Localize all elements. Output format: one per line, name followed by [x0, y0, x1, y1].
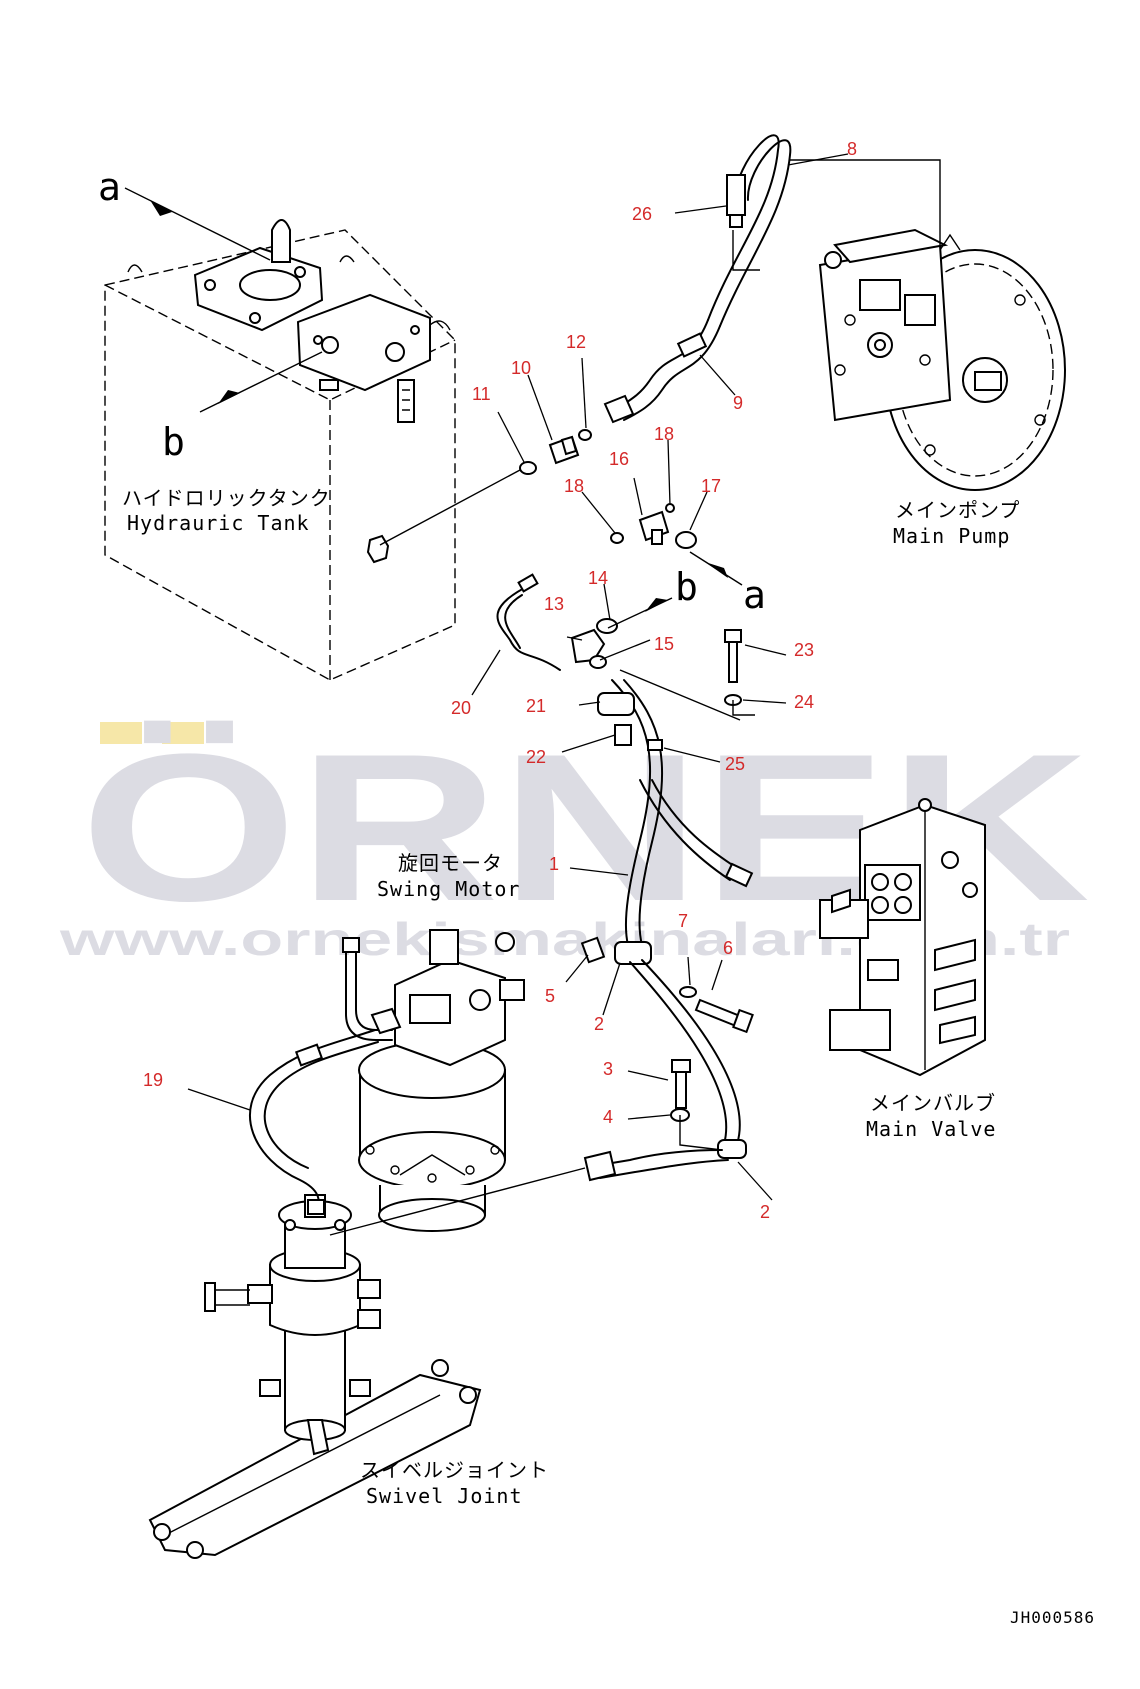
arrow-head-icon	[150, 200, 172, 216]
swivel-joint-drawing	[148, 1194, 482, 1559]
callout-15: 15	[654, 634, 674, 654]
arrow-head-icon	[218, 390, 240, 404]
callout-16: 16	[609, 449, 629, 469]
main-pump-label-en: Main Pump	[893, 524, 1010, 548]
swing-motor-drawing	[342, 929, 525, 1232]
callout-21: 21	[526, 696, 546, 716]
swivel-joint-label-en: Swivel Joint	[366, 1484, 523, 1508]
swing-motor-label-en: Swing Motor	[377, 877, 520, 901]
callout-18: 18	[564, 476, 584, 496]
main-valve-drawing	[819, 798, 986, 1077]
main-valve-label-jp: メインバルブ	[870, 1091, 996, 1115]
main-pump-label-jp: メインポンプ	[895, 498, 1020, 522]
callout-6: 6	[723, 938, 733, 958]
callout-22: 22	[526, 747, 546, 767]
callout-11: 11	[472, 384, 491, 404]
callout-18: 18	[654, 424, 674, 444]
callout-7: 7	[678, 911, 688, 931]
callout-20: 20	[451, 698, 471, 718]
callout-2: 2	[594, 1014, 604, 1034]
callout-26: 26	[632, 204, 652, 224]
callout-8: 8	[847, 139, 857, 159]
callout-5: 5	[545, 986, 555, 1006]
callout-25: 25	[725, 754, 745, 774]
main-pump-drawing	[818, 228, 1066, 491]
callout-24: 24	[794, 692, 814, 712]
arrow-head-icon	[645, 598, 668, 612]
marker-a-top: a	[98, 165, 121, 209]
view-markers: a b a b	[98, 165, 766, 629]
callout-10: 10	[511, 358, 531, 378]
marker-b-left: b	[162, 420, 185, 464]
callout-4: 4	[603, 1107, 613, 1127]
callout-1: 1	[549, 854, 559, 874]
hydraulic-tank-label-jp: ハイドロリックタンク	[122, 486, 331, 510]
callout-2: 2	[760, 1202, 770, 1222]
callout-19: 19	[143, 1070, 163, 1090]
callout-12: 12	[566, 332, 586, 352]
callout-14: 14	[588, 568, 608, 588]
swing-motor-label-jp: 旋回モータ	[398, 851, 503, 875]
marker-b-right: b	[675, 565, 698, 609]
callout-leaders	[187, 153, 849, 1201]
marker-a-right: a	[743, 573, 766, 617]
callout-13: 13	[544, 594, 564, 614]
watermark-umlaut-dot	[100, 722, 142, 744]
watermark-umlaut-dot	[162, 722, 204, 744]
hydraulic-tank-label-en: Hydrauric Tank	[127, 511, 310, 535]
swivel-joint-label-jp: スイベルジョイント	[360, 1458, 549, 1482]
callout-9: 9	[733, 393, 743, 413]
hose-lines	[249, 134, 941, 1236]
callout-3: 3	[603, 1059, 613, 1079]
callout-numbers: 1 2 2 3 4 5 6 7 8 9 10 11 12 13 14 15 16…	[143, 139, 857, 1222]
callout-17: 17	[701, 476, 721, 496]
component-captions: ハイドロリックタンク Hydrauric Tank メインポンプ Main Pu…	[122, 486, 1095, 1627]
hydraulic-tank-drawing	[104, 219, 456, 681]
drawing-code: JH000586	[1010, 1608, 1095, 1627]
arrow-head-icon	[705, 562, 728, 578]
callout-23: 23	[794, 640, 814, 660]
main-valve-label-en: Main Valve	[866, 1117, 996, 1141]
